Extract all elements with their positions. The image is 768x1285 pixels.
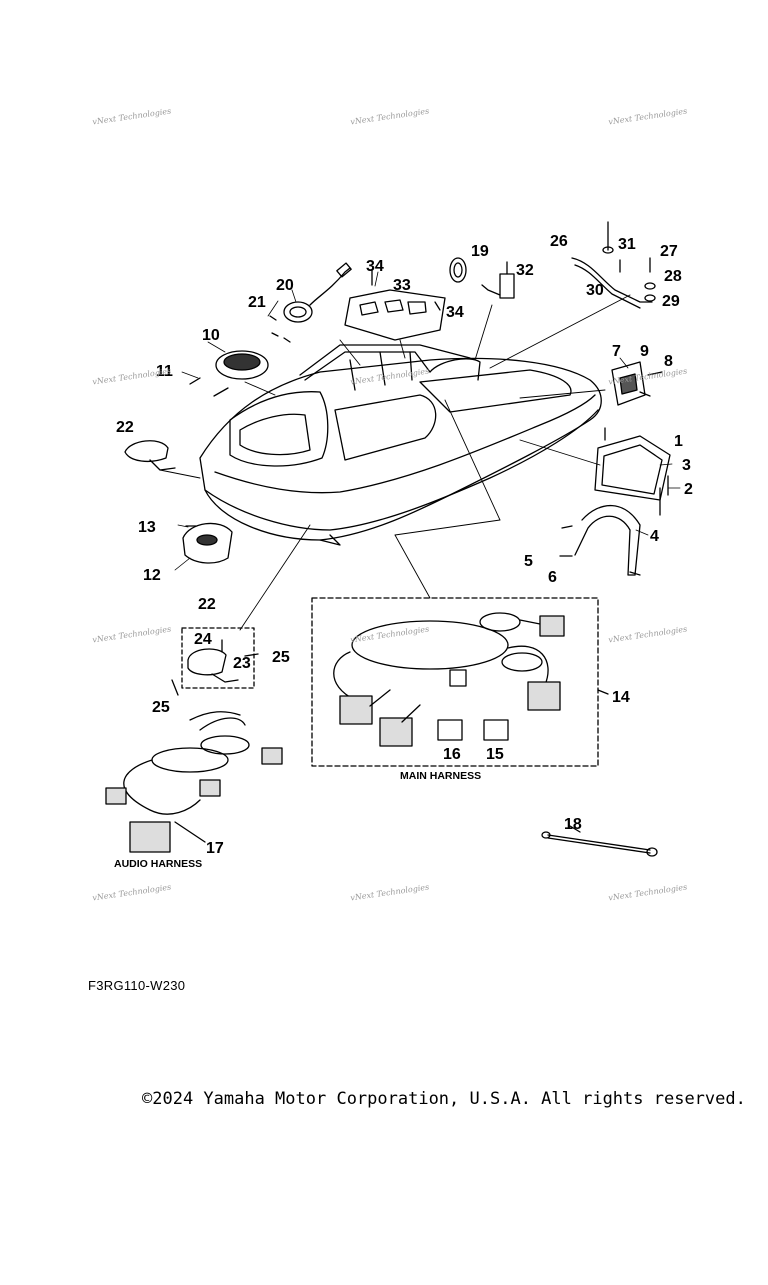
copyright-notice: ©2024 Yamaha Motor Corporation, U.S.A. A… — [142, 1089, 746, 1109]
part-number-5: 5 — [524, 553, 533, 570]
main-harness — [311, 597, 609, 767]
part-number-15: 15 — [486, 746, 504, 763]
main-harness-caption: MAIN HARNESS — [400, 770, 482, 782]
leader-lines — [159, 294, 631, 631]
relay-box-7 — [611, 361, 663, 406]
cover-12 — [182, 522, 233, 564]
part-number-13: 13 — [138, 519, 156, 536]
part-number-19: 19 — [471, 243, 489, 260]
audio-harness-caption: AUDIO HARNESS — [114, 858, 203, 870]
cable-18 — [541, 825, 658, 857]
part-number-30: 30 — [586, 282, 604, 299]
part-number-34: 34 — [366, 258, 384, 275]
part-number-18: 18 — [564, 816, 582, 833]
part-number-12: 12 — [143, 567, 161, 584]
part-number-23: 23 — [233, 655, 251, 672]
part-number-25: 25 — [272, 649, 290, 666]
part-number-27: 27 — [660, 243, 678, 260]
cover-22-top — [124, 440, 176, 471]
speaker-cover-20 — [269, 262, 352, 343]
part-number-31: 31 — [618, 236, 636, 253]
part-number-4: 4 — [650, 528, 659, 545]
part-number-9: 9 — [640, 343, 649, 360]
part-number-16: 16 — [443, 746, 461, 763]
control-unit-1 — [594, 427, 671, 516]
speaker-10 — [189, 350, 269, 397]
bracket-26 — [571, 221, 656, 309]
cover-22-assembly — [171, 627, 259, 696]
boat-hull — [199, 344, 602, 546]
part-number-28: 28 — [664, 268, 682, 285]
part-number-2: 2 — [684, 481, 693, 498]
part-number-14: 14 — [612, 689, 630, 706]
callout-leaders — [174, 271, 681, 571]
part-number-21: 21 — [248, 294, 266, 311]
part-number-34: 34 — [446, 304, 464, 321]
part-number-24: 24 — [194, 631, 212, 648]
part-number-11: 11 — [156, 363, 173, 380]
part-number-32: 32 — [516, 262, 534, 279]
audio-harness — [105, 711, 283, 853]
part-number-7: 7 — [612, 343, 621, 360]
part-number-25: 25 — [152, 699, 170, 716]
part-number-1: 1 — [674, 433, 683, 450]
part-number-33: 33 — [393, 277, 411, 294]
part-number-10: 10 — [202, 327, 220, 344]
part-number-22: 22 — [116, 419, 134, 436]
grommet-19 — [449, 257, 467, 283]
part-number-22: 22 — [198, 596, 216, 613]
part-number-29: 29 — [662, 293, 680, 310]
control-panel-33 — [344, 269, 446, 341]
part-number-20: 20 — [276, 277, 294, 294]
switch-32 — [481, 261, 515, 299]
diagram-code: F3RG110-W230 — [88, 978, 186, 993]
part-number-6: 6 — [548, 569, 557, 586]
part-number-labels: 1234567891011121314151617181920212222232… — [116, 233, 693, 857]
part-number-3: 3 — [682, 457, 691, 474]
strap-4 — [559, 504, 641, 576]
part-number-26: 26 — [550, 233, 568, 250]
part-number-8: 8 — [664, 353, 673, 370]
part-number-17: 17 — [206, 840, 224, 857]
